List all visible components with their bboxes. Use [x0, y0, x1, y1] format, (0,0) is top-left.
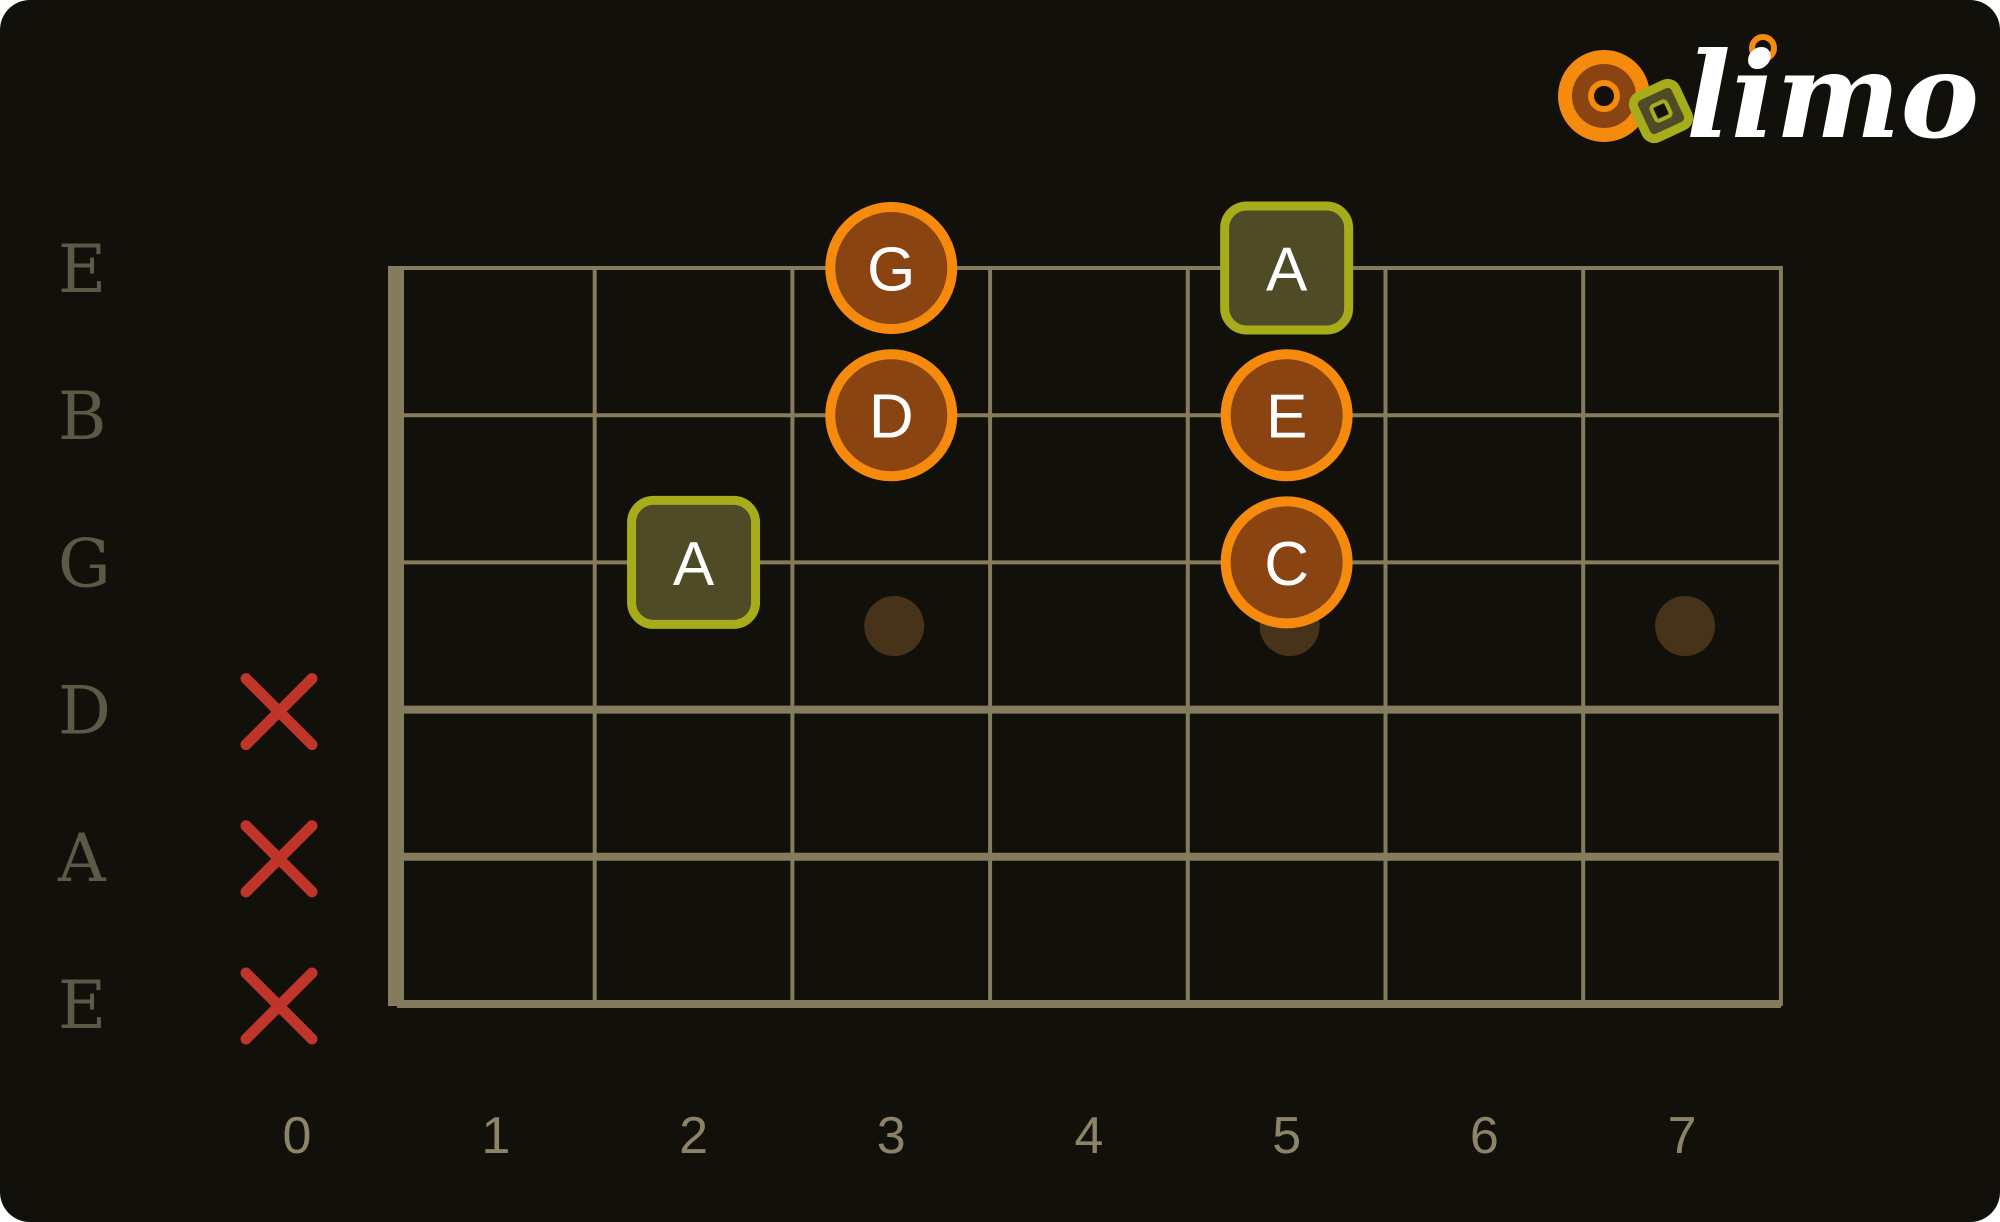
- note-shape: [1220, 349, 1353, 482]
- fret-numbers: 0 1 2 3 4 5 6 7: [283, 1107, 1697, 1165]
- fret-number: 3: [877, 1107, 906, 1165]
- string-label: E: [58, 231, 106, 308]
- muted-x-icon: [240, 967, 318, 1045]
- root-note-marker: A: [627, 495, 761, 629]
- string-label: B: [58, 378, 107, 455]
- logo-ring-large-hole: [1588, 80, 1620, 112]
- note-label: E: [1266, 383, 1307, 452]
- logo-small-ring: [1749, 34, 1777, 62]
- muted-x-icon: [240, 673, 318, 751]
- muted-x-icon: [240, 820, 318, 898]
- string-label: A: [57, 820, 107, 897]
- note-marker: G: [825, 202, 958, 334]
- root-note-shape: [627, 495, 761, 629]
- note-shape: [825, 349, 958, 482]
- fret-number: 5: [1272, 1107, 1301, 1165]
- note-label: A: [1266, 236, 1308, 305]
- note-marker: C: [1220, 496, 1353, 629]
- fret-number: 0: [283, 1107, 312, 1165]
- note-marker: D: [825, 349, 958, 482]
- fret-grid: [388, 266, 1783, 1008]
- note-label: G: [867, 236, 915, 305]
- inlay-dot-fret-7: [1655, 596, 1716, 656]
- root-note-marker: A: [1220, 201, 1354, 335]
- muted-string-markers: [240, 673, 318, 1045]
- logo-square-hole: [1649, 99, 1673, 123]
- note-shape: [1220, 496, 1353, 629]
- fret-number: 4: [1074, 1107, 1103, 1165]
- string-label: G: [58, 525, 111, 602]
- note-label: D: [869, 383, 914, 452]
- fret-number: 6: [1470, 1107, 1499, 1165]
- note-marker: E: [1220, 349, 1353, 482]
- brand-logo: limo: [1558, 26, 1979, 165]
- inlay-dot-fret-3: [864, 596, 925, 656]
- string-label: D: [58, 673, 111, 750]
- logo-wordmark: limo: [1686, 26, 1979, 165]
- string-label: E: [58, 967, 106, 1044]
- fret-number: 1: [481, 1107, 510, 1165]
- note-shape: [825, 202, 958, 334]
- note-label: C: [1264, 530, 1309, 599]
- note-markers: G A D E A C: [627, 201, 1354, 629]
- root-note-shape: [1220, 201, 1354, 335]
- fret-number: 2: [679, 1107, 708, 1165]
- fret-number: 7: [1668, 1107, 1697, 1165]
- note-label: A: [673, 530, 715, 599]
